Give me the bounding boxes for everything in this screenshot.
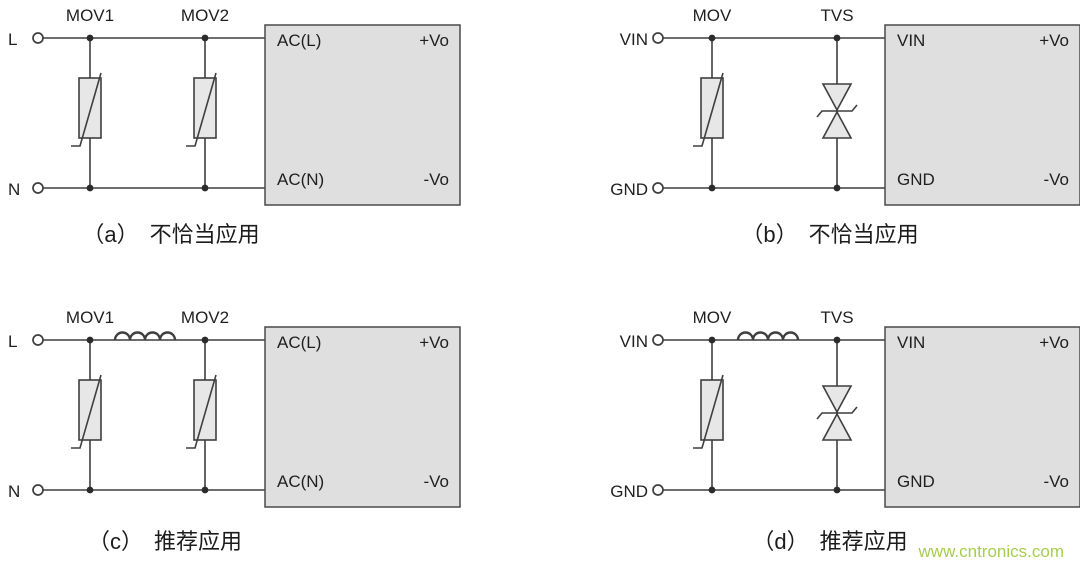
- terminal-bottom-label: N: [8, 180, 20, 199]
- terminal-bottom-icon: [32, 484, 44, 496]
- component1-label: MOV: [693, 6, 732, 25]
- varistor-icon: [693, 374, 724, 449]
- terminal-top-icon: [32, 32, 44, 44]
- module-in-bottom-label: GND: [897, 472, 935, 491]
- module-in-top-label: AC(L): [277, 333, 321, 352]
- terminal-bottom-label: GND: [610, 180, 648, 199]
- component2-label: MOV2: [181, 308, 229, 327]
- terminal-top-icon: [652, 32, 664, 44]
- terminal-top-label: L: [8, 30, 17, 49]
- component2-label: TVS: [820, 308, 853, 327]
- module-box: VIN +Vo GND -Vo: [884, 24, 1080, 206]
- module-in-top-label: VIN: [897, 333, 925, 352]
- module-in-top-label: AC(L): [277, 31, 321, 50]
- terminal-bottom-label: GND: [610, 482, 648, 501]
- module-in-bottom-label: AC(N): [277, 472, 324, 491]
- component1-label: MOV1: [66, 308, 114, 327]
- varistor-icon: [693, 72, 724, 147]
- component1-label: MOV1: [66, 6, 114, 25]
- tvs-diode-icon: [816, 83, 858, 139]
- module-out-top-label: +Vo: [1039, 333, 1069, 352]
- module-box: VIN +Vo GND -Vo: [884, 326, 1080, 508]
- module-out-bottom-label: -Vo: [423, 472, 449, 491]
- module-box: AC(L) +Vo AC(N) -Vo: [264, 326, 461, 508]
- junction-dots: [708, 336, 841, 494]
- terminal-top-label: VIN: [620, 332, 648, 351]
- junction-dots: [86, 336, 209, 494]
- terminal-top-label: L: [8, 332, 17, 351]
- module-out-bottom-label: -Vo: [1043, 170, 1069, 189]
- component2-label: MOV2: [181, 6, 229, 25]
- caption-d: （d） 推荐应用: [752, 529, 908, 554]
- caption-a: （a） 不恰当应用: [82, 222, 260, 247]
- inductor-icon: [736, 331, 800, 341]
- terminal-top-label: VIN: [620, 30, 648, 49]
- circuit-d: VIN GND MOV TVS VIN +Vo GND -Vo: [610, 308, 1080, 508]
- terminal-top-icon: [652, 334, 664, 346]
- component2-label: TVS: [820, 6, 853, 25]
- junction-dots: [708, 34, 841, 192]
- wires: [663, 339, 885, 491]
- module-out-bottom-label: -Vo: [1043, 472, 1069, 491]
- terminal-bottom-label: N: [8, 482, 20, 501]
- module-out-top-label: +Vo: [419, 333, 449, 352]
- caption-b: （b） 不恰当应用: [741, 222, 919, 247]
- module-out-top-label: +Vo: [1039, 31, 1069, 50]
- module-in-top-label: VIN: [897, 31, 925, 50]
- module-out-top-label: +Vo: [419, 31, 449, 50]
- wires: [43, 37, 265, 189]
- wires: [43, 339, 265, 491]
- tvs-diode-icon: [816, 385, 858, 441]
- junction-dots: [86, 34, 209, 192]
- terminal-bottom-icon: [652, 182, 664, 194]
- circuit-b: VIN GND MOV TVS VIN +Vo GND -Vo: [610, 6, 1080, 206]
- varistor-icon: [186, 72, 217, 147]
- module-out-bottom-label: -Vo: [423, 170, 449, 189]
- caption-c: （c） 推荐应用: [87, 529, 242, 554]
- terminal-bottom-icon: [652, 484, 664, 496]
- terminal-top-icon: [32, 334, 44, 346]
- module-in-bottom-label: AC(N): [277, 170, 324, 189]
- wires: [663, 37, 885, 189]
- circuit-c: L N MOV1 MOV2 AC(L) +Vo AC(N) -Vo: [8, 308, 461, 508]
- circuit-a: L N MOV1 MOV2 AC(L) +Vo AC(N) -Vo: [8, 6, 461, 206]
- module-box: AC(L) +Vo AC(N) -Vo: [264, 24, 461, 206]
- terminal-bottom-icon: [32, 182, 44, 194]
- component1-label: MOV: [693, 308, 732, 327]
- varistor-icon: [186, 374, 217, 449]
- varistor-icon: [71, 374, 102, 449]
- inductor-icon: [113, 331, 177, 341]
- module-in-bottom-label: GND: [897, 170, 935, 189]
- varistor-icon: [71, 72, 102, 147]
- watermark: www.cntronics.com: [918, 542, 1064, 561]
